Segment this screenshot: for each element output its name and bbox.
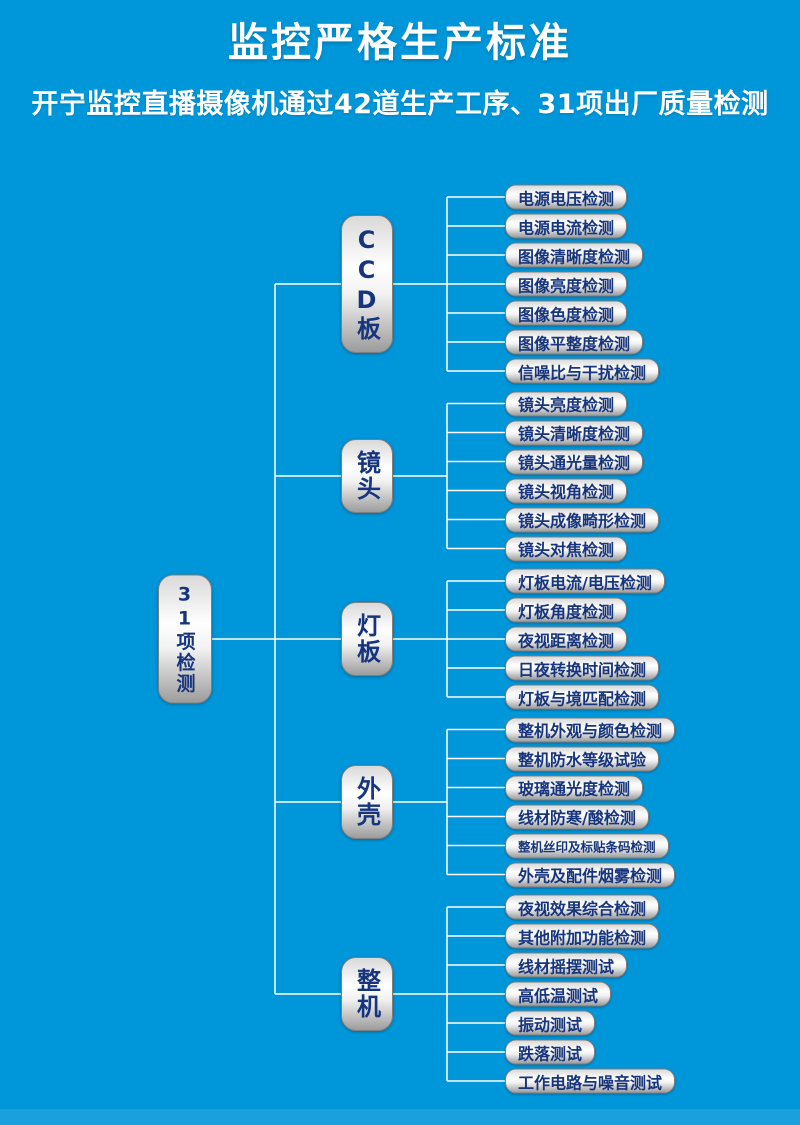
inspection-item: 夜视距离检测 <box>505 626 628 652</box>
inspection-item: 镜头亮度检测 <box>505 391 628 416</box>
inspection-item: 整机防水等级试验 <box>505 746 660 771</box>
category-pill: CCD板 <box>341 215 393 353</box>
inspection-item: 线材摇摆测试 <box>505 952 628 978</box>
inspection-item: 夜视效果综合检测 <box>505 894 660 920</box>
inspection-item: 图像色度检测 <box>505 300 628 326</box>
root-pill: 31项检测 <box>158 574 212 704</box>
category-pill: 整机 <box>341 957 393 1031</box>
inspection-item: 整机外观与颜色检测 <box>505 717 676 742</box>
inspection-item: 高低温测试 <box>505 981 612 1007</box>
inspection-item: 镜头对焦检测 <box>505 536 628 561</box>
inspection-item: 外壳及配件烟雾检测 <box>505 862 676 887</box>
inspection-item: 灯板角度检测 <box>505 597 628 623</box>
inspection-item: 镜头清晰度检测 <box>505 420 644 445</box>
page-title: 监控严格生产标准 <box>228 20 572 66</box>
inspection-item: 图像亮度检测 <box>505 271 628 297</box>
inspection-item: 镜头通光量检测 <box>505 449 644 474</box>
inspection-item: 镜头视角检测 <box>505 478 628 503</box>
inspection-item: 图像清晰度检测 <box>505 242 644 268</box>
inspection-item: 线材防寒/酸检测 <box>505 804 649 829</box>
inspection-item: 镜头成像畸形检测 <box>505 507 660 532</box>
inspection-item: 日夜转换时间检测 <box>505 655 660 681</box>
inspection-item: 振动测试 <box>505 1010 596 1036</box>
inspection-item: 跌落测试 <box>505 1039 596 1065</box>
inspection-item: 其他附加功能检测 <box>505 923 660 949</box>
inspection-item: 灯板与境匹配检测 <box>505 684 660 710</box>
inspection-item: 信噪比与干扰检测 <box>505 358 660 384</box>
inspection-item: 灯板电流/电压检测 <box>505 568 665 594</box>
inspection-item: 电源电流检测 <box>505 213 628 239</box>
inspection-item: 整机丝印及标贴条码检测 <box>505 833 669 858</box>
inspection-item: 电源电压检测 <box>505 184 628 210</box>
inspection-item: 玻璃通光度检测 <box>505 775 644 800</box>
category-pill: 灯板 <box>341 602 393 676</box>
page-subtitle: 开宁监控直播摄像机通过42道生产工序、31项出厂质量检测 <box>31 89 769 120</box>
category-pill: 外壳 <box>341 765 393 839</box>
inspection-item: 工作电路与噪音测试 <box>505 1068 676 1094</box>
category-pill: 镜头 <box>341 439 393 513</box>
bottom-strip <box>0 1109 800 1125</box>
inspection-item: 图像平整度检测 <box>505 329 644 355</box>
